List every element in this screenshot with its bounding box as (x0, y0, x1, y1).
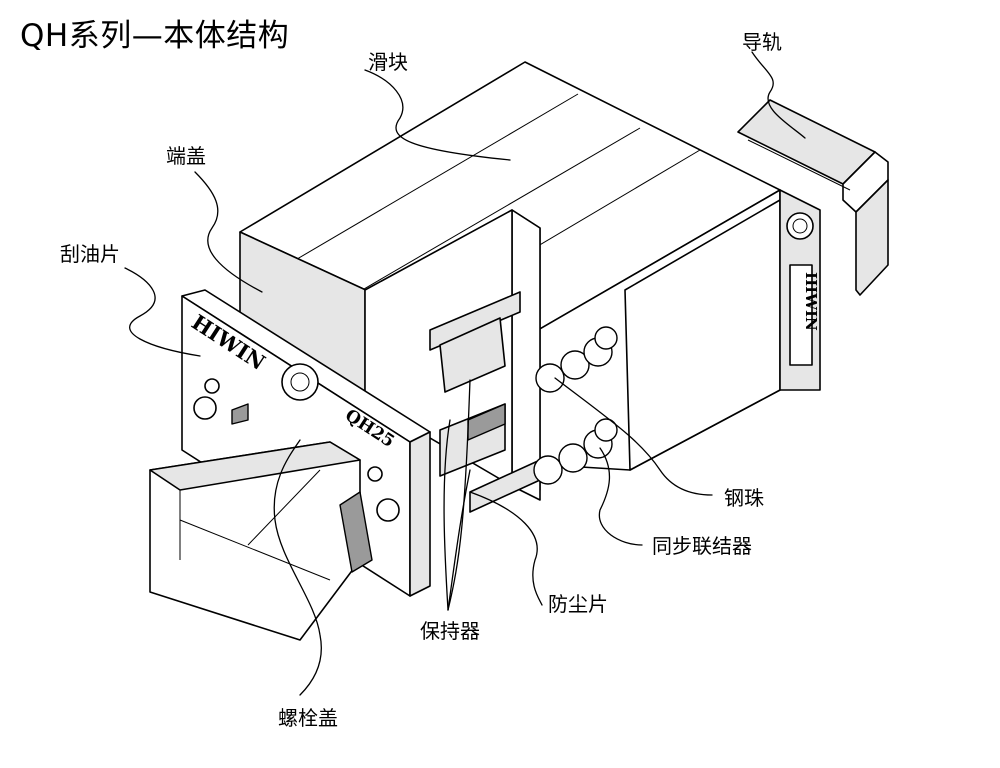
rail-rear (737, 99, 889, 296)
rear-brand-marking: HIWIN (802, 272, 820, 331)
diagram-title: QH系列—本体结构 (20, 18, 290, 54)
label-sync-connector: 同步联结器 (652, 534, 752, 558)
label-bolt-cap: 螺栓盖 (278, 706, 338, 730)
label-dust-seal: 防尘片 (548, 592, 608, 616)
slider-body: HIWIN (239, 61, 821, 513)
leader-lines (124, 51, 806, 696)
rail-front (149, 441, 373, 641)
label-slider: 滑块 (368, 50, 408, 74)
label-end-cap: 端盖 (166, 144, 206, 168)
label-steel-ball: 钢珠 (724, 486, 764, 510)
label-scraper: 刮油片 (60, 242, 120, 266)
steel-balls (533, 326, 618, 485)
label-rail: 导轨 (742, 30, 782, 54)
label-retainer: 保持器 (420, 619, 480, 643)
